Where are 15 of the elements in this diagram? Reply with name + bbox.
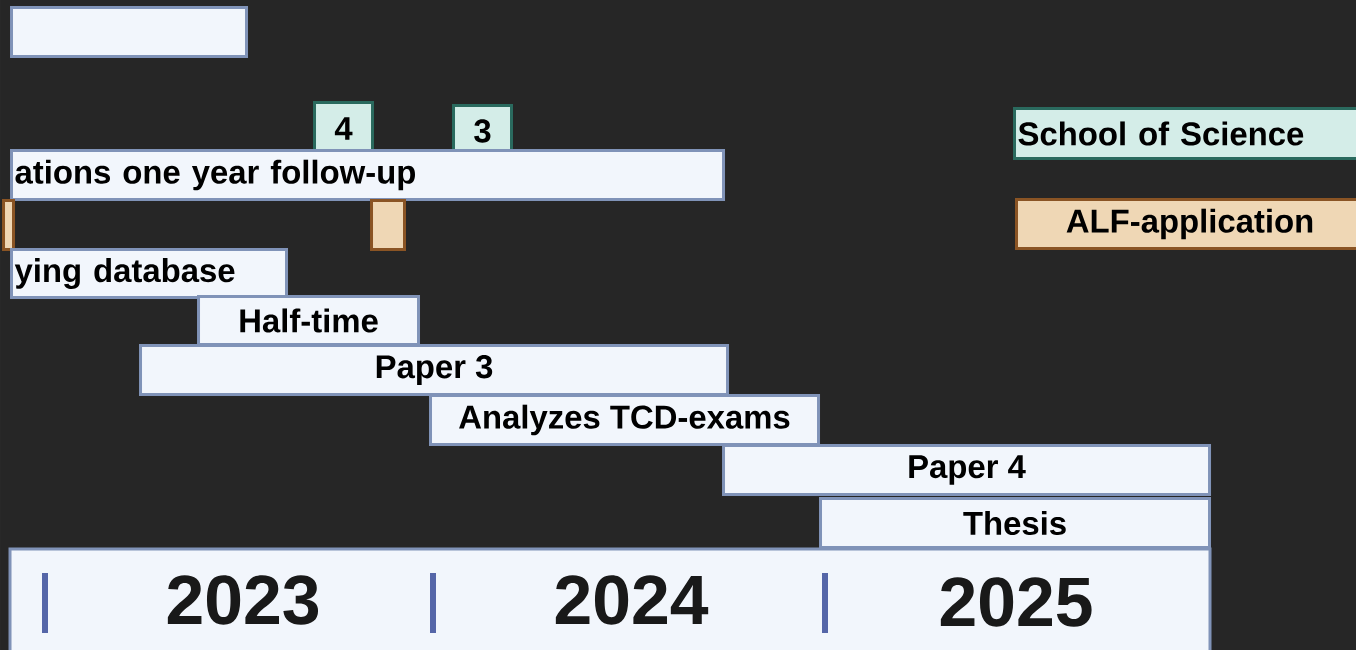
empty-bar: [370, 199, 406, 251]
milestone-box: 4: [313, 101, 374, 156]
task-bar: Paper 4: [722, 444, 1211, 496]
task-bar: Half-time: [197, 295, 420, 346]
task-bar: ations one year follow-up: [10, 149, 726, 201]
event-box: ALF-application: [1015, 198, 1356, 250]
task-bar: ying database: [10, 248, 288, 299]
year-label: 2023: [167, 575, 319, 625]
milestone-box: School of Science: [1013, 107, 1356, 160]
task-bar: Analyzes TCD-exams: [429, 394, 820, 446]
year-label: 2024: [555, 575, 709, 625]
empty-bar: [10, 6, 248, 58]
empty-bar: [2, 199, 15, 251]
year-label: 2025: [940, 577, 1092, 627]
task-bar: Thesis: [819, 497, 1211, 549]
